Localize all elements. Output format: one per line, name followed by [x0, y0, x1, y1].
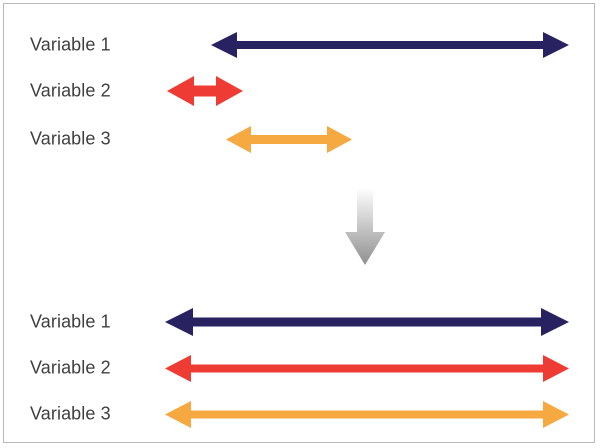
- after-scaling-panel: Variable 1 Variable 2 Variable 3: [4, 4, 594, 442]
- label-variable-2-bottom_panel: Variable 2: [30, 357, 111, 378]
- label-variable-1-bottom_panel: Variable 1: [30, 311, 111, 332]
- arrow-variable-1-before-shape: [211, 32, 569, 58]
- arrow-variable-3-after-shape: [165, 400, 569, 428]
- arrow-variable-3-before: [226, 125, 352, 153]
- transformation-layer: [4, 4, 594, 442]
- arrow-variable-2-after: [165, 354, 569, 382]
- arrow-variable-3-after: [165, 400, 569, 428]
- arrow-variable-2-after-shape: [165, 354, 569, 382]
- arrow-variable-1-before: [211, 32, 569, 58]
- arrow-variable-1-after-shape: [165, 308, 569, 336]
- before-scaling-panel: Variable 1 Variable 2 Variable 3: [4, 4, 594, 442]
- transformation-down-arrow: [345, 188, 385, 265]
- label-variable-3-bottom_panel: Variable 3: [30, 403, 111, 424]
- label-variable-1-top_panel: Variable 1: [30, 34, 111, 55]
- arrow-variable-3-before-shape: [226, 125, 352, 153]
- arrow-variable-2-before: [167, 76, 243, 106]
- label-variable-3-top_panel: Variable 3: [30, 128, 111, 149]
- diagram-frame: Variable 1 Variable 2 Variable 3 Variable …: [3, 3, 595, 443]
- label-variable-2-top_panel: Variable 2: [30, 80, 111, 101]
- down-arrow-icon: [345, 188, 385, 265]
- arrow-variable-2-before-shape: [167, 76, 243, 106]
- arrow-variable-1-after: [165, 308, 569, 336]
